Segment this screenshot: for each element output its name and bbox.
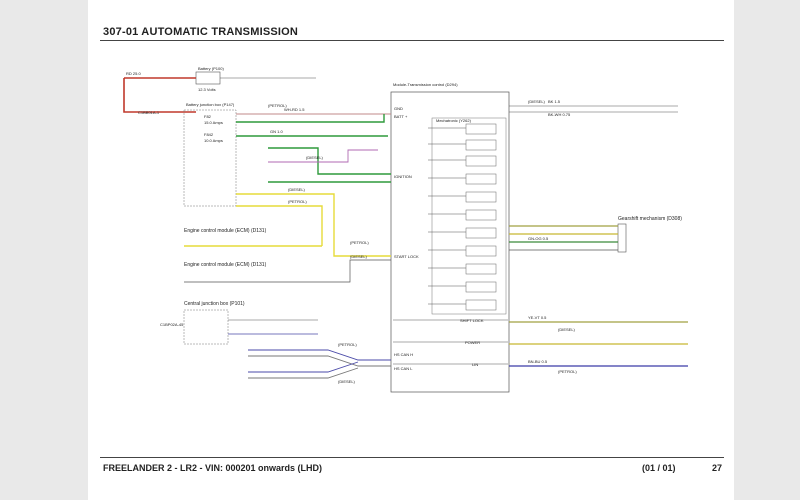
bk-wh-label: BK-WH 0.75 (548, 112, 571, 117)
petrol-label-2: (PETROL) (288, 199, 307, 204)
tcm-box (390, 91, 510, 393)
lin-label: LIN (472, 362, 478, 367)
cjb-label: Central junction box (P101) (184, 301, 245, 307)
tcm-internal-lines (393, 127, 508, 365)
footer-rule (100, 457, 724, 458)
ecm2-wire (184, 259, 391, 283)
gn-wire-diesel (236, 114, 385, 123)
wh-rd-label: WH-RD 1.5 (284, 107, 305, 112)
ye-label: YE-VT 0.5 (528, 315, 547, 320)
connector-c1: C1BB01A-1 (138, 110, 160, 115)
diesel-label-5: (DIESEL) (528, 99, 546, 104)
bu-label: BN-BU 0.5 (528, 359, 548, 364)
diesel-label-2: (DIESEL) (288, 187, 306, 192)
header-rule (100, 40, 724, 41)
junction-box-label: Battery junction box (P147) (186, 102, 235, 107)
footer-vehicle: FREELANDER 2 - LR2 - VIN: 000201 onwards… (103, 463, 323, 473)
petrol-label-4: (PETROL) (338, 342, 357, 347)
bk-label: BK 1.5 (548, 99, 561, 104)
ye-wire-2 (236, 205, 323, 246)
solenoid-rows (465, 123, 497, 311)
battery-feed-wire (123, 78, 196, 113)
shift-lock-label: SHIFT LOCK (460, 318, 484, 323)
gn-ignition-wire (268, 147, 391, 175)
junction-box (183, 109, 237, 207)
schematic-page: 307-01 AUTOMATIC TRANSMISSION Module-Tra… (88, 0, 734, 500)
diesel-label-4: (DIESEL) (338, 379, 356, 384)
amps2-label: 10.0 Amps (204, 138, 223, 143)
ecm2-label: Engine control module (ECM) (D131) (184, 262, 267, 268)
gn-label: GN 1.0 (270, 129, 283, 134)
can-h-label: HS CAN H (394, 352, 413, 357)
fuse1-label: F82 (204, 114, 212, 119)
footer-page-number: 27 (712, 463, 723, 473)
amps1-label: 15.0 Amps (204, 120, 223, 125)
wiring-diagram: Module-Transmission control (D294) Mecha… (123, 66, 688, 393)
start-lock-label: START LOCK (394, 254, 419, 259)
tcm-label: Module-Transmission control (D294) (393, 82, 458, 87)
fuse2-label: F842 (204, 132, 214, 137)
battery-box (195, 71, 221, 85)
petrol-label-1: (PETROL) (268, 103, 287, 108)
footer-page-of: (01 / 01) (642, 463, 676, 473)
vt-bu-wire (268, 149, 378, 163)
ye-wire-1 (236, 193, 391, 257)
ecm1-label: Engine control module (ECM) (D131) (184, 228, 267, 234)
mechatronic-label: Mechatronic (Y262) (436, 118, 472, 123)
connector-c7: C1BP02A-45 (160, 322, 184, 327)
page-title: 307-01 AUTOMATIC TRANSMISSION (103, 26, 299, 38)
rd-wire-label: RD 25.0 (126, 71, 141, 76)
can-bus-wires (248, 349, 391, 379)
gearshift-box (617, 223, 627, 253)
ignition-label: IGNITION (394, 174, 412, 179)
battery-label: Battery (P100) (198, 66, 224, 71)
battery-volts: 12.3 Volts (198, 87, 216, 92)
diesel-label-3: (DIESEL) (350, 254, 368, 259)
batt-label: BATT + (394, 114, 408, 119)
diesel-label-1: (DIESEL) (306, 155, 324, 160)
gnd-label: GND (394, 106, 403, 111)
diesel-label-6: (DIESEL) (558, 327, 576, 332)
cjb-box (183, 309, 229, 345)
petrol-label-5: (PETROL) (558, 369, 577, 374)
og-label: GN-OG 0.5 (528, 236, 549, 241)
mechatronic-box (431, 117, 507, 315)
gearshift-label: Gearshift mechanism (D308) (618, 216, 682, 222)
can-l-label: HS CAN L (394, 366, 413, 371)
power-label: POWER (465, 340, 480, 345)
petrol-label-3: (PETROL) (350, 240, 369, 245)
